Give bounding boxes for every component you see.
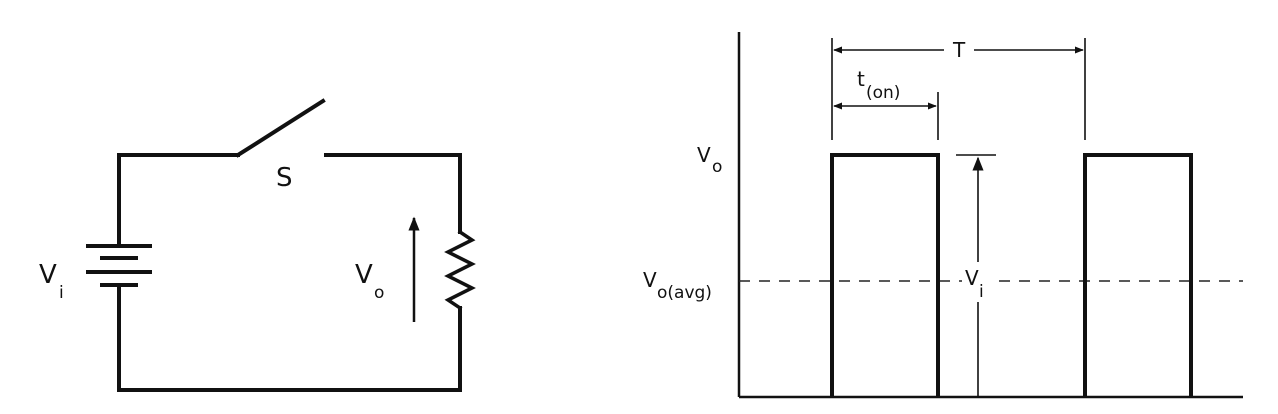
dimension-lines [831, 38, 1086, 156]
y-label-vo: V [697, 143, 711, 167]
output-voltage-label: V [355, 260, 373, 290]
wire-bottom [117, 283, 462, 392]
pulse-1 [830, 153, 940, 397]
amplitude-subscript: i [979, 282, 984, 302]
resistor [444, 229, 476, 311]
wire-top-left [117, 153, 240, 247]
switch-blade [235, 98, 326, 158]
on-time-label: t [857, 67, 865, 91]
output-voltage-subscript: o [374, 283, 384, 303]
amplitude-label-gap [962, 262, 994, 302]
wire-top-right [324, 153, 462, 234]
y-label-vo-avg-subscript: o(avg) [657, 283, 712, 303]
y-label-vo-avg: V [643, 268, 657, 292]
switch-label: S [276, 163, 293, 193]
on-time-subscript: (on) [866, 83, 900, 103]
period-label: T [952, 38, 966, 62]
circuit-diagram [117, 98, 476, 392]
y-label-vo-subscript: o [712, 157, 722, 177]
source-voltage-subscript: i [59, 283, 64, 303]
pulse-2 [1083, 153, 1193, 397]
pulse-train [830, 153, 1193, 397]
battery [86, 244, 152, 287]
amplitude-label: V [965, 266, 979, 290]
waveform-axes [737, 32, 1243, 399]
source-voltage-label: V [39, 260, 57, 290]
